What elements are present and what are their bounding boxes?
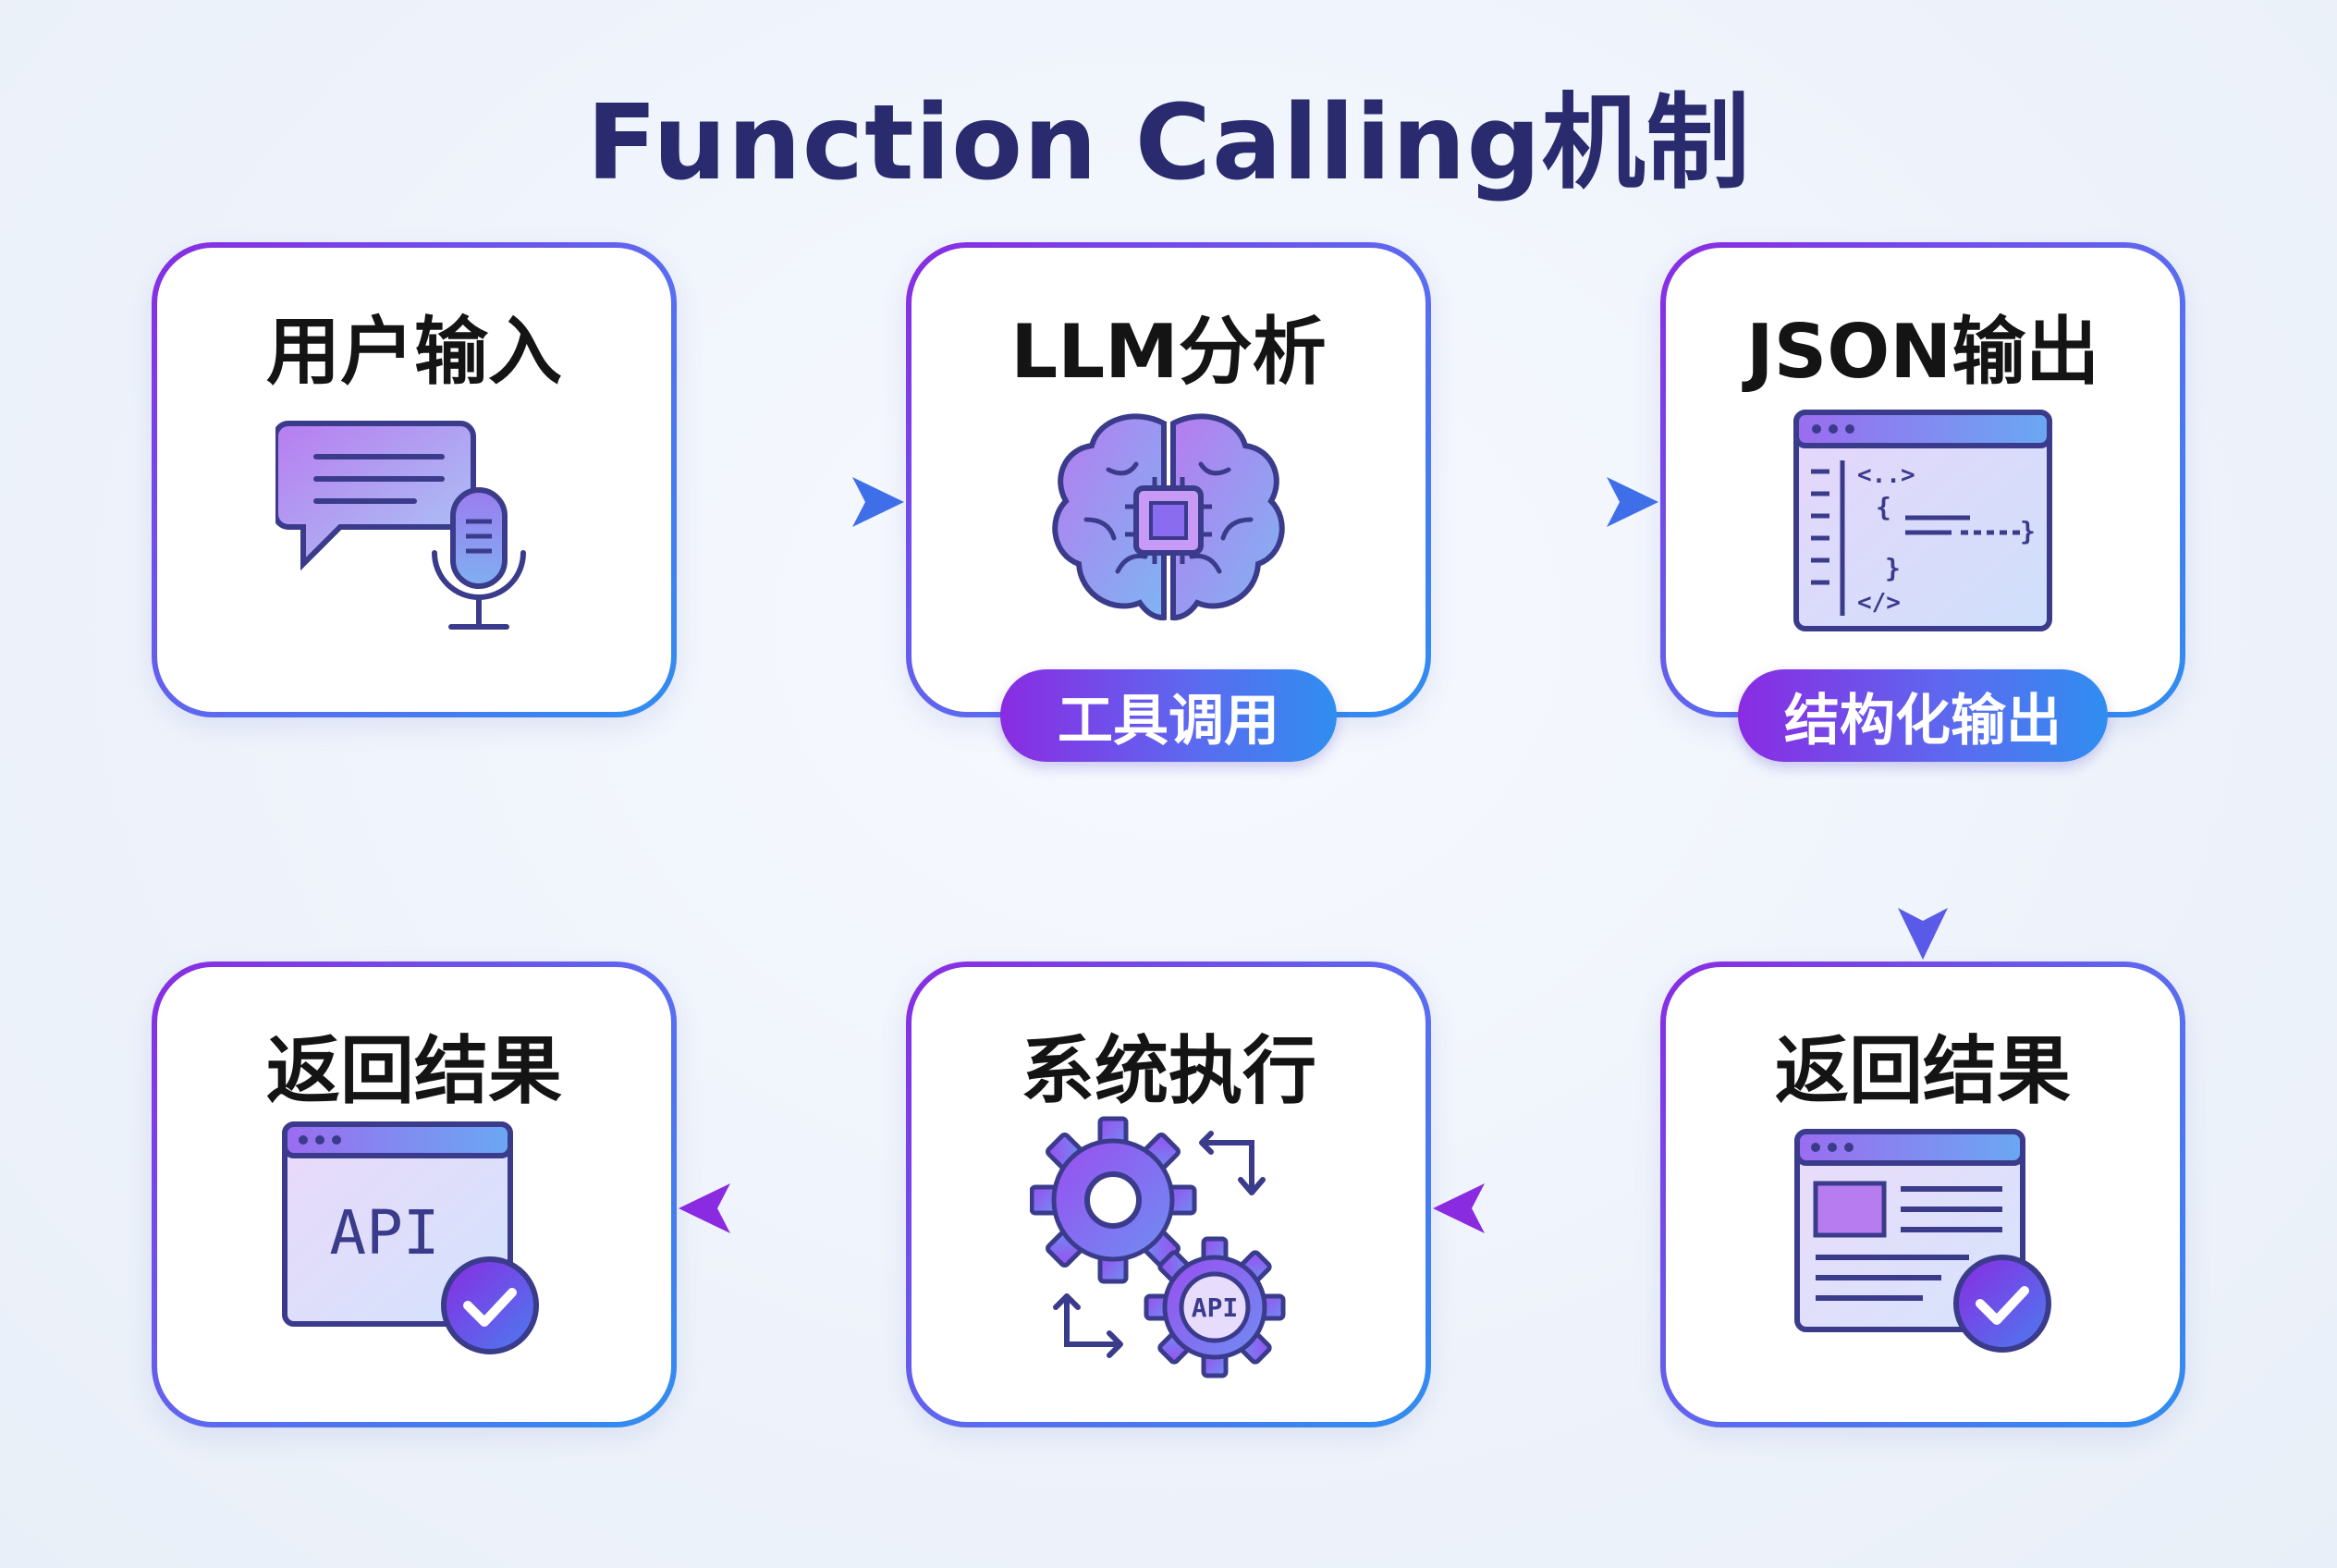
node-title: 返回结果	[1775, 1028, 2071, 1114]
window-api-label: API	[329, 1197, 439, 1268]
diagram-title: Function Calling机制	[586, 83, 1751, 203]
svg-text:{: {	[1876, 492, 1891, 522]
svg-text:<..>: <..>	[1857, 461, 1915, 489]
arrow-input-to-llm	[680, 477, 904, 527]
arrow-llm-to-json	[1435, 477, 1658, 527]
svg-text:}: }	[2020, 516, 2036, 546]
arrow-json-down	[1898, 762, 1948, 960]
node-system-execution: 系统执行	[906, 962, 1431, 1427]
api-window-check-icon: API	[157, 1115, 671, 1365]
gears-api-icon: API	[912, 1115, 1425, 1383]
node-user-input: 用户输入	[152, 242, 677, 717]
node-return-result-right: 返回结果	[1660, 962, 2185, 1427]
chat-microphone-icon	[157, 405, 671, 645]
gear-api-label: API	[1192, 1292, 1239, 1323]
node-title: JSON输出	[1745, 309, 2100, 395]
brain-chip-icon	[912, 405, 1425, 636]
node-title: 用户输入	[266, 309, 562, 395]
node-json-output: JSON输出 <..> {	[1660, 242, 2185, 717]
code-window-icon: <..> { } } </>	[1666, 405, 2180, 636]
node-title: 返回结果	[266, 1028, 562, 1114]
node-title: LLM分析	[1010, 309, 1327, 395]
badge-tool-call: 工具调用	[1000, 669, 1337, 762]
badge-structured-output: 结构化输出	[1738, 669, 2108, 762]
svg-text:}: }	[1885, 553, 1901, 583]
arrow-execution-to-result	[679, 1183, 902, 1233]
arrow-result-to-execution	[1433, 1183, 1657, 1233]
document-check-icon	[1666, 1122, 2180, 1363]
node-llm-analysis: LLM分析	[906, 242, 1431, 717]
node-return-result-left: 返回结果 API	[152, 962, 677, 1427]
node-title: 系统执行	[1021, 1028, 1316, 1114]
svg-text:</>: </>	[1857, 589, 1901, 617]
